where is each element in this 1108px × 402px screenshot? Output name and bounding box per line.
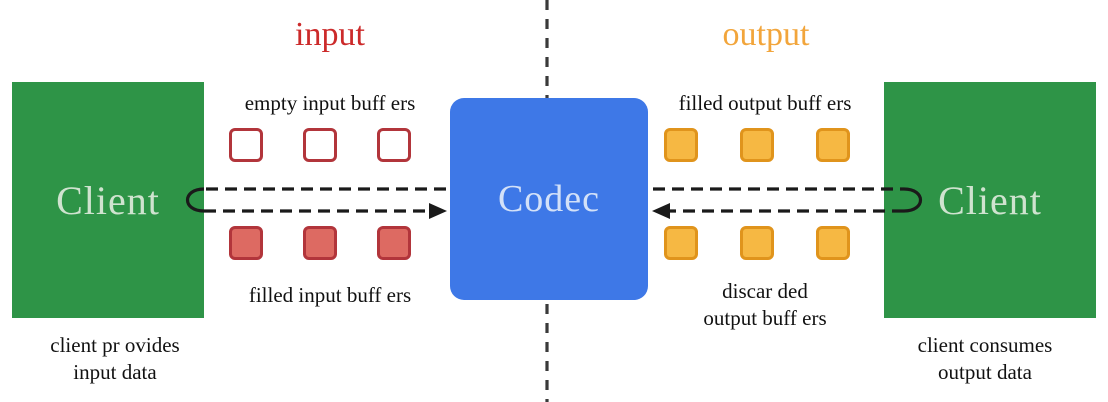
client-right-label: Client <box>938 177 1042 223</box>
input-arrowhead-icon <box>429 203 447 219</box>
buffer-square <box>229 226 263 260</box>
client-left-caption: client pr ovides input data <box>10 332 220 386</box>
filled-output-buffers-label: filled output buff ers <box>678 91 852 115</box>
output-arrowhead-icon <box>652 203 670 219</box>
caption-left-line1: client pr ovides <box>50 333 180 357</box>
buffer-square <box>664 128 698 162</box>
buffer-square <box>740 128 774 162</box>
client-box-right: Client <box>884 82 1096 318</box>
buffer-square <box>229 128 263 162</box>
input-loop-arrow <box>186 187 447 219</box>
discarded-output-buffers-row <box>664 226 850 260</box>
buffer-square <box>377 128 411 162</box>
filled-output-buffers-row <box>664 128 850 162</box>
input-section-label: input <box>295 16 365 53</box>
filled-input-buffers-row <box>229 226 411 260</box>
buffer-square <box>740 226 774 260</box>
caption-left-line2: input data <box>73 360 157 384</box>
empty-input-buffers-label: empty input buff ers <box>244 91 416 115</box>
buffer-square <box>377 226 411 260</box>
discarded-output-buffers-label: discar ded output buff ers <box>650 278 880 332</box>
buffer-square <box>303 128 337 162</box>
buffer-square <box>816 226 850 260</box>
client-right-caption: client consumes output data <box>870 332 1100 386</box>
discarded-label-line2: output buff ers <box>703 306 827 330</box>
codec-box: Codec <box>450 98 648 300</box>
buffer-square <box>664 226 698 260</box>
output-section-label: output <box>722 16 810 53</box>
discarded-label-line1: discar ded <box>722 279 808 303</box>
caption-right-line1: client consumes <box>917 333 1053 357</box>
empty-input-buffers-row <box>229 128 411 162</box>
filled-input-buffers-label: filled input buff ers <box>248 283 412 307</box>
client-box-left: Client <box>12 82 204 318</box>
buffer-square <box>816 128 850 162</box>
output-loop-arrow <box>652 187 922 219</box>
caption-right-line2: output data <box>938 360 1032 384</box>
buffer-square <box>303 226 337 260</box>
client-left-label: Client <box>56 177 160 223</box>
codec-label: Codec <box>497 178 601 220</box>
